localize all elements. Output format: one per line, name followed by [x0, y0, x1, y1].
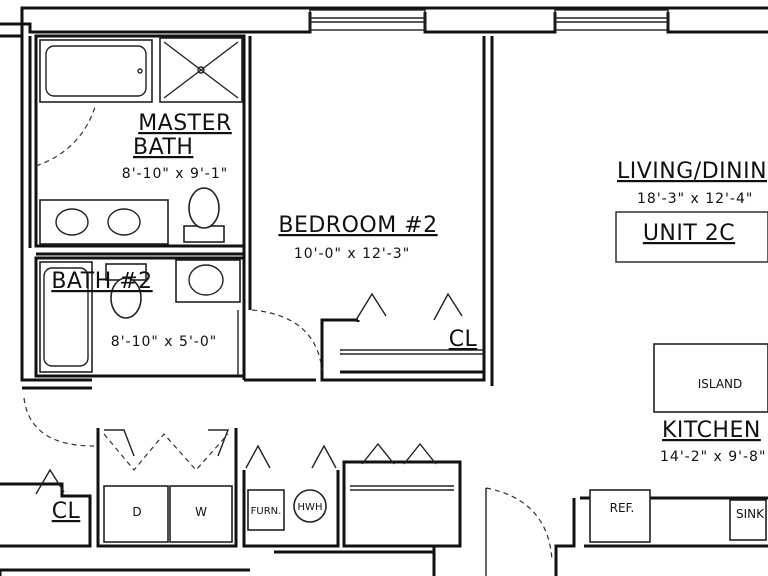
bath2-walls [34, 256, 246, 378]
entry-closet-doors [35, 468, 65, 495]
door-swing-kitchen [485, 487, 553, 561]
kitchen-sink [729, 499, 767, 541]
living-dining-dimensions: 18'-3" x 12'-4" [637, 191, 753, 207]
closet-entry-label: CL [52, 499, 81, 524]
bath2-label: BATH #2 [51, 269, 152, 294]
kitchen-label: KITCHEN [662, 418, 761, 443]
bath2-dimensions: 8'-10" x 5'-0" [111, 334, 217, 350]
window-top-left [309, 9, 426, 31]
sink-bath2 [175, 259, 241, 303]
hall-walls [0, 386, 462, 576]
unit-label: UNIT 2C [643, 221, 735, 246]
kitchen-sink-label: SINK [736, 507, 765, 521]
closet-doors-bedroom2 [355, 292, 463, 321]
kitchen-island [653, 343, 768, 413]
bedroom2-walls [244, 36, 494, 386]
bedroom2-label: BEDROOM #2 [278, 213, 437, 238]
island-label: ISLAND [698, 377, 743, 391]
vanity-master [39, 199, 169, 245]
bedroom2-dimensions: 10'-0" x 12'-3" [294, 246, 410, 262]
washer [169, 485, 233, 543]
shower-master [159, 37, 243, 103]
washer-label: W [195, 505, 207, 519]
toilet-master [183, 187, 225, 243]
mech-closet-doors [245, 444, 337, 469]
master-bath-walls [20, 34, 252, 382]
living-dining-label: LIVING/DININ [617, 159, 767, 184]
furnace-label: FURN. [251, 506, 282, 517]
hall-closet-doors [350, 442, 454, 491]
unit-label-box [615, 211, 768, 263]
closet-bedroom2-label: CL [449, 327, 478, 352]
door-swing-bedroom2 [251, 309, 323, 371]
master-bath-dimensions: 8'-10" x 9'-1" [122, 166, 228, 182]
door-swing-master-bath [35, 103, 97, 167]
window-top-right [554, 9, 669, 31]
water-heater [293, 489, 327, 523]
toilet-bath2 [105, 263, 147, 319]
dryer [103, 485, 169, 543]
door-swing-hall-closet [23, 397, 95, 447]
dryer-label: D [132, 505, 141, 519]
refrigerator-label: REF. [610, 501, 635, 515]
master-bath-label-line2: BATH [133, 135, 193, 160]
laundry-bifold-doors [103, 429, 230, 471]
bathtub-bath2 [39, 261, 93, 373]
kitchen-dimensions: 14'-2" x 9'-8" [660, 449, 766, 465]
master-bath-label-line1: MASTER [138, 111, 232, 136]
bathtub-master [39, 39, 153, 103]
water-heater-label: HWH [298, 502, 323, 513]
refrigerator [589, 489, 651, 543]
furnace [247, 489, 285, 531]
